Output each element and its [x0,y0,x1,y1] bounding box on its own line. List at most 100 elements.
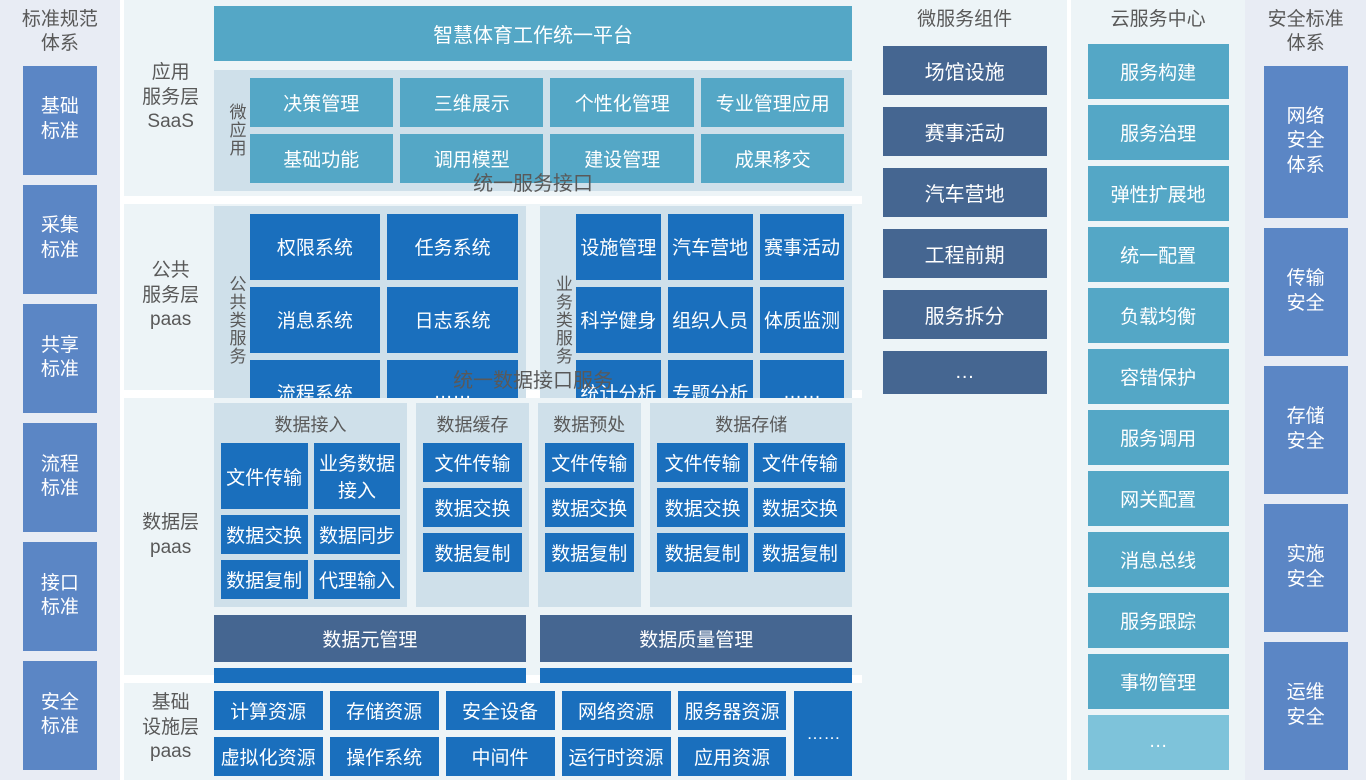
cloud-item-6[interactable]: 服务调用 [1087,409,1229,465]
common-service-tile-3[interactable]: 日志系统 [387,286,519,353]
standard-item-3[interactable]: 流程标准 [22,422,97,532]
data-preprocess-tile-0[interactable]: 文件传输 [544,443,634,482]
security-item-1[interactable]: 传输安全 [1263,228,1348,357]
app-tile-1[interactable]: 三维展示 [399,77,544,127]
cloud-item-7[interactable]: 网关配置 [1087,470,1229,526]
data-ingest-tile-2[interactable]: 数据交换 [220,515,308,554]
cloud-item-8[interactable]: 消息总线 [1087,531,1229,587]
cloud-item-1[interactable]: 服务治理 [1087,104,1229,160]
security-standards-list: 网络安全体系 传输安全 存储安全 实施安全 运维安全 [1245,65,1366,771]
data-quality-management-box[interactable]: 数据质量管理 [540,615,853,662]
infra-tile-1[interactable]: 存储资源 [329,691,439,730]
infrastructure-grid: 计算资源 存储资源 安全设备 网络资源 服务器资源 虚拟化资源 操作系统 中间件… [213,691,787,776]
unified-service-interface-banner: 统一服务接口 [473,172,594,195]
standard-item-0[interactable]: 基础标准 [22,65,97,175]
infra-tile-6[interactable]: 操作系统 [329,737,439,776]
app-tile-3[interactable]: 专业管理应用 [700,77,845,127]
microservice-item-more[interactable]: … [882,350,1047,394]
cloud-item-more[interactable]: … [1087,714,1229,770]
standard-item-2[interactable]: 共享标准 [22,303,97,413]
data-ingest-tile-1[interactable]: 业务数据接入 [313,443,401,509]
app-tile-6[interactable]: 建设管理 [550,133,694,183]
microservice-item-1[interactable]: 赛事活动 [882,106,1047,156]
common-service-tile-1[interactable]: 任务系统 [387,213,519,280]
microservice-item-0[interactable]: 场馆设施 [882,45,1047,95]
data-storage-title: 数据存储 [715,415,788,435]
microservice-item-4[interactable]: 服务拆分 [882,289,1047,339]
cloud-service-center-title: 云服务中心 [1110,9,1206,30]
unified-data-interface-banner: 统一数据接口服务 [453,370,614,392]
cloud-service-list: 服务构建 服务治理 弹性扩展地 统一配置 负载均衡 容错保护 服务调用 网关配置… [1071,43,1245,770]
app-tile-2[interactable]: 个性化管理 [550,77,694,127]
data-ingest-tile-5[interactable]: 代理输入 [313,560,401,599]
business-service-tile-3[interactable]: 科学健身 [575,286,661,353]
common-service-grid: 权限系统 任务系统 消息系统 日志系统 流程系统 …… [249,213,519,426]
data-storage-tile-2[interactable]: 数据交换 [656,488,749,527]
infra-tile-9[interactable]: 应用资源 [677,737,787,776]
infra-tile-4[interactable]: 服务器资源 [677,691,787,730]
microservice-item-2[interactable]: 汽车营地 [882,167,1047,217]
common-service-tile-2[interactable]: 消息系统 [249,286,381,353]
security-item-2[interactable]: 存储安全 [1263,366,1348,495]
data-management-row: 数据元管理 数据质量管理 [213,615,853,662]
security-item-3[interactable]: 实施安全 [1263,504,1348,633]
app-tile-5[interactable]: 调用模型 [399,133,544,183]
app-tile-7[interactable]: 成果移交 [700,133,845,183]
security-item-0[interactable]: 网络安全体系 [1263,65,1348,219]
data-storage-tile-1[interactable]: 文件传输 [754,443,846,482]
data-storage-tile-4[interactable]: 数据复制 [656,533,749,572]
data-preprocess-tile-2[interactable]: 数据复制 [544,533,634,572]
data-cache-tile-1[interactable]: 数据交换 [423,488,522,527]
standard-item-4[interactable]: 接口标准 [22,541,97,651]
data-storage-tile-5[interactable]: 数据复制 [754,533,846,572]
data-storage-tile-3[interactable]: 数据交换 [754,488,846,527]
business-service-tile-0[interactable]: 设施管理 [575,213,661,280]
data-ingest-grid: 文件传输 业务数据接入 数据交换 数据同步 数据复制 代理输入 [220,443,401,599]
microservice-item-3[interactable]: 工程前期 [882,228,1047,278]
app-tile-0[interactable]: 决策管理 [249,77,393,127]
infra-tile-0[interactable]: 计算资源 [213,691,323,730]
micro-app-group: 微应用 决策管理 三维展示 个性化管理 专业管理应用 基础功能 调用模型 建设管… [213,69,853,191]
data-ingest-tile-0[interactable]: 文件传输 [220,443,308,509]
cloud-item-3[interactable]: 统一配置 [1087,226,1229,282]
cloud-item-4[interactable]: 负载均衡 [1087,287,1229,343]
standards-left-column: 标准规范体系 基础标准 采集标准 共享标准 流程标准 接口标准 安全标准 [0,0,120,780]
infra-tile-7[interactable]: 中间件 [445,737,555,776]
common-service-tile-0[interactable]: 权限系统 [249,213,381,280]
metadata-management-box[interactable]: 数据元管理 [213,615,527,662]
data-cache-tile-2[interactable]: 数据复制 [423,533,522,572]
app-tile-4[interactable]: 基础功能 [249,133,393,183]
data-cache-tile-0[interactable]: 文件传输 [423,443,522,482]
unified-platform-banner: 智慧体育工作统一平台 [213,5,853,61]
business-service-tile-4[interactable]: 组织人员 [667,286,753,353]
business-service-tile-2[interactable]: 赛事活动 [759,213,845,280]
standards-left-title: 标准规范体系 [21,9,98,54]
standard-item-1[interactable]: 采集标准 [22,184,97,294]
cloud-item-10[interactable]: 事物管理 [1087,653,1229,709]
common-service-vertical-label: 公共类服务 [226,274,246,365]
infra-tile-5[interactable]: 虚拟化资源 [213,737,323,776]
data-storage-tile-0[interactable]: 文件传输 [656,443,749,482]
business-service-tile-5[interactable]: 体质监测 [759,286,845,353]
security-item-4[interactable]: 运维安全 [1263,642,1348,771]
data-preprocess-tile-1[interactable]: 数据交换 [544,488,634,527]
data-cache-column: 数据缓存 文件传输 数据交换 数据复制 [416,403,529,607]
data-ingest-tile-4[interactable]: 数据复制 [220,560,308,599]
infra-tile-8[interactable]: 运行时资源 [561,737,671,776]
cloud-item-0[interactable]: 服务构建 [1087,43,1229,99]
business-service-tile-1[interactable]: 汽车营地 [667,213,753,280]
data-preprocess-column: 数据预处 文件传输 数据交换 数据复制 [537,403,641,607]
standard-item-5[interactable]: 安全标准 [22,660,97,770]
data-ingest-column: 数据接入 文件传输 业务数据接入 数据交换 数据同步 数据复制 代理输入 [213,403,408,607]
infra-tile-3[interactable]: 网络资源 [561,691,671,730]
microservice-components-title: 微服务组件 [917,9,1013,30]
security-standards-column: 安全标准体系 网络安全体系 传输安全 存储安全 实施安全 运维安全 [1245,0,1366,780]
cloud-item-9[interactable]: 服务跟踪 [1087,592,1229,648]
cloud-item-2[interactable]: 弹性扩展地 [1087,165,1229,221]
data-ingest-tile-3[interactable]: 数据同步 [313,515,401,554]
cloud-item-5[interactable]: 容错保护 [1087,348,1229,404]
infra-more-box[interactable]: …… [794,691,853,776]
infra-tile-2[interactable]: 安全设备 [445,691,555,730]
